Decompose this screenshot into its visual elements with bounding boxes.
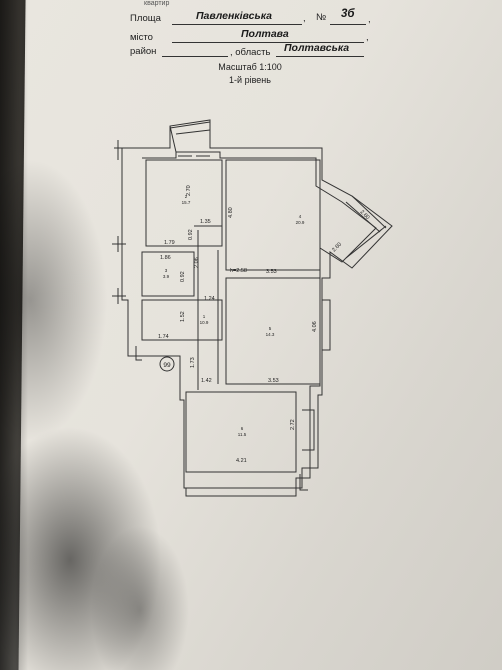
dim-label: 2.72 — [290, 419, 296, 430]
dim-label: 3.53 — [268, 378, 279, 384]
dim-label: 1.74 — [158, 334, 169, 340]
dim-label: 0.92 — [188, 229, 194, 240]
room-area: 20.9 — [296, 220, 305, 225]
dim-label: 4.06 — [312, 321, 318, 332]
dim-label: 2.06 — [194, 257, 200, 268]
room-area: 3.9 — [163, 274, 170, 279]
room-area: 11.5 — [238, 432, 247, 437]
dim-label: 1.86 — [160, 255, 171, 261]
room-number: 1 — [203, 314, 206, 319]
section-marker-text: 99 — [163, 362, 171, 369]
room-number: 3 — [165, 268, 168, 273]
dim-label: 1.42 — [201, 378, 212, 384]
dim-label: 1.79 — [164, 240, 175, 246]
dim-label: 2.60 — [359, 209, 371, 221]
room-number: 4 — [299, 214, 302, 219]
dim-label: 4.21 — [236, 458, 247, 464]
dim-label: 4.80 — [228, 207, 234, 218]
dim-label: 1.52 — [180, 311, 186, 322]
dim-label: 2.60 — [331, 242, 343, 254]
dim-label: 1.24 — [204, 296, 215, 302]
dim-label: 0.92 — [180, 271, 186, 282]
room-area: 15.7 — [182, 200, 191, 205]
room-number: 6 — [241, 426, 244, 431]
dim-label: 1.35 — [200, 219, 211, 225]
room-number: 5 — [269, 326, 272, 331]
room-area: 10.9 — [200, 320, 209, 325]
dim-label: 1.73 — [190, 357, 196, 368]
dim-label: h=2.58 — [230, 268, 247, 274]
dim-label: 3.53 — [266, 269, 277, 275]
room-area: 14.3 — [266, 332, 275, 337]
